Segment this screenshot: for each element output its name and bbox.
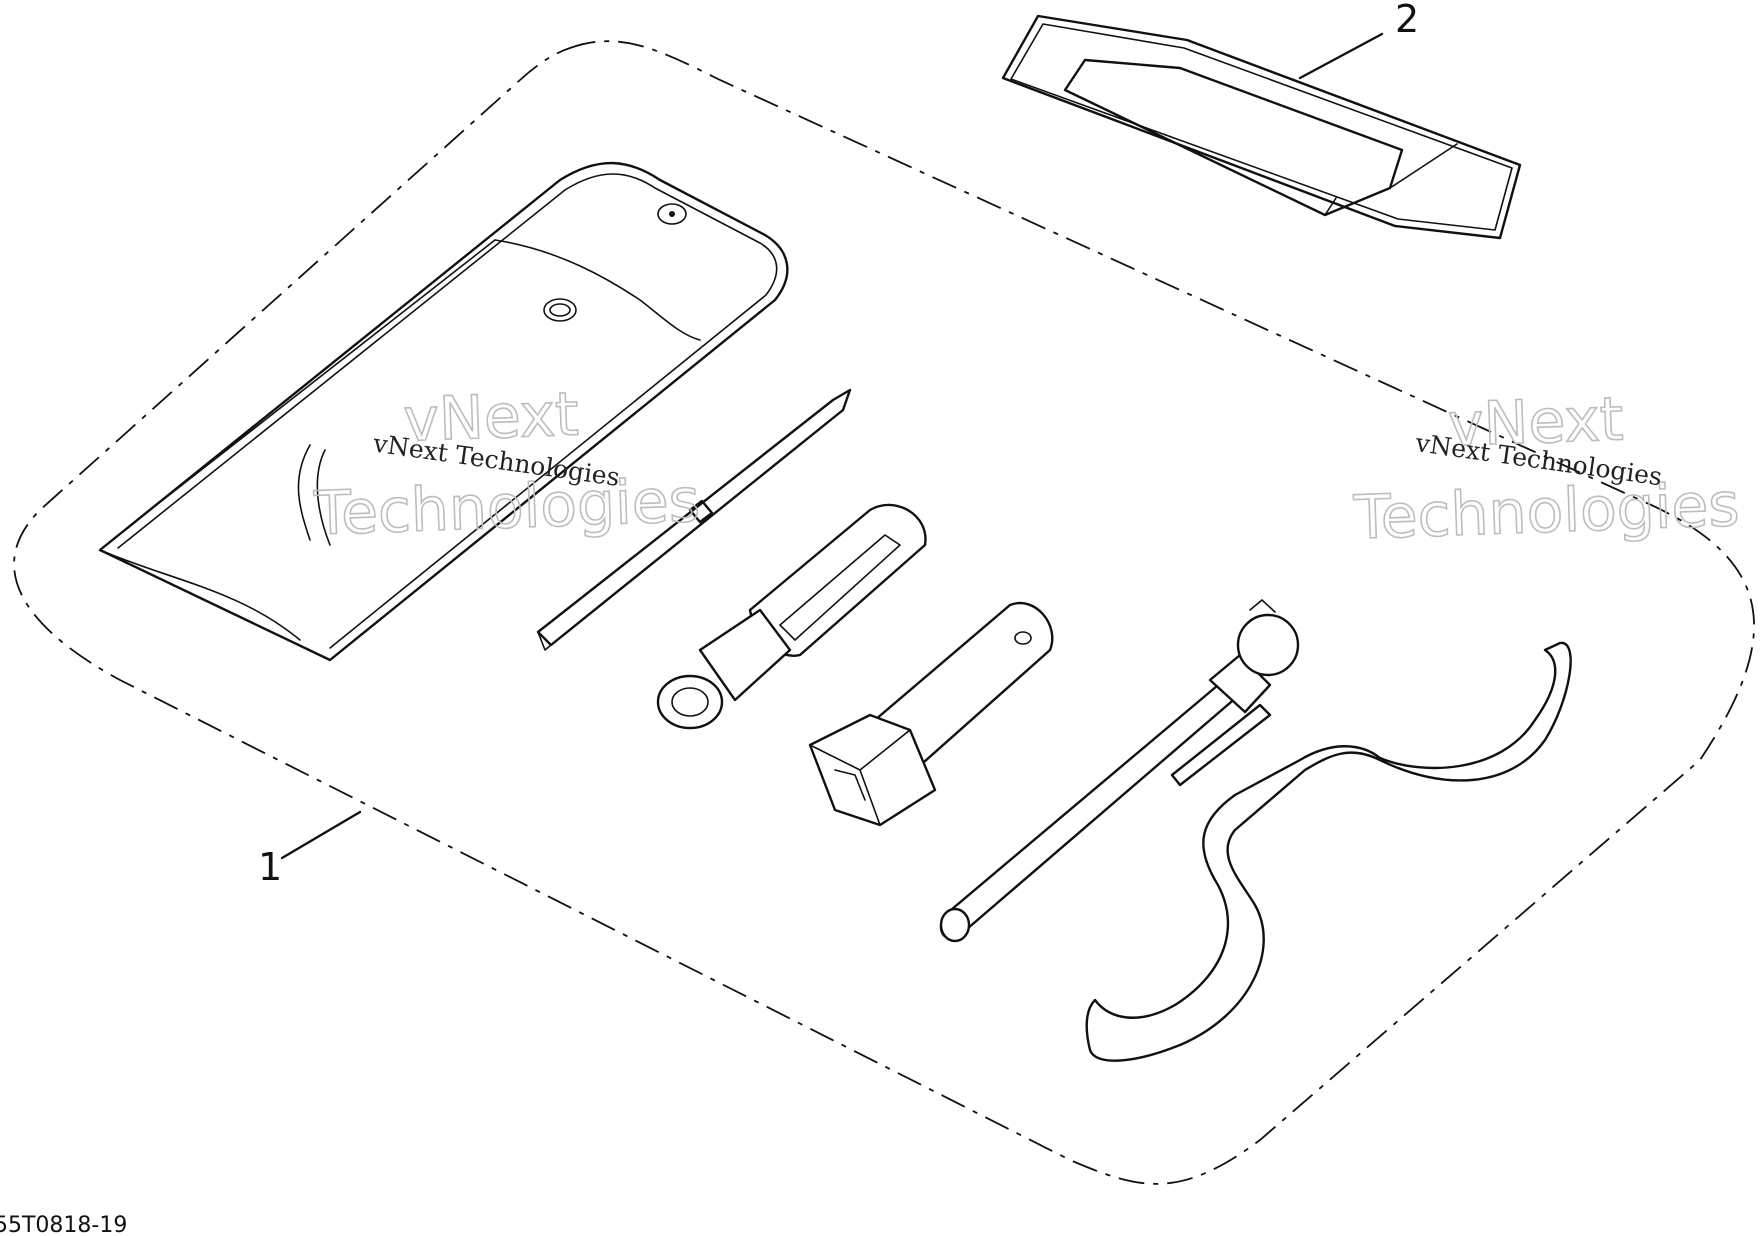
svg-text:vNext: vNext bbox=[402, 380, 580, 456]
callout-2-leader bbox=[1298, 32, 1384, 80]
svg-text:Technologies: Technologies bbox=[312, 466, 701, 549]
svg-text:Technologies: Technologies bbox=[1352, 470, 1741, 553]
spark-plug-tester bbox=[939, 599, 1300, 943]
document-id: 55T0818-19 bbox=[0, 1213, 127, 1236]
screwdriver-handle bbox=[656, 503, 927, 730]
tool-pouch bbox=[98, 161, 789, 662]
callout-1-leader bbox=[280, 810, 362, 860]
watermark-left: vNext Technologies vNext Technologies bbox=[312, 379, 702, 550]
watermark-right: vNext Technologies vNext Technologies bbox=[1351, 384, 1741, 555]
callout-2: 2 bbox=[1395, 0, 1419, 41]
hook-wrench bbox=[1085, 641, 1572, 1062]
screwdriver bbox=[536, 388, 852, 651]
strap-card bbox=[1001, 14, 1522, 240]
spark-plug-wrench bbox=[808, 601, 1054, 827]
svg-text:vNext: vNext bbox=[1447, 384, 1625, 460]
tool-kit-outline bbox=[13, 40, 1755, 1185]
callout-1: 1 bbox=[258, 845, 282, 889]
